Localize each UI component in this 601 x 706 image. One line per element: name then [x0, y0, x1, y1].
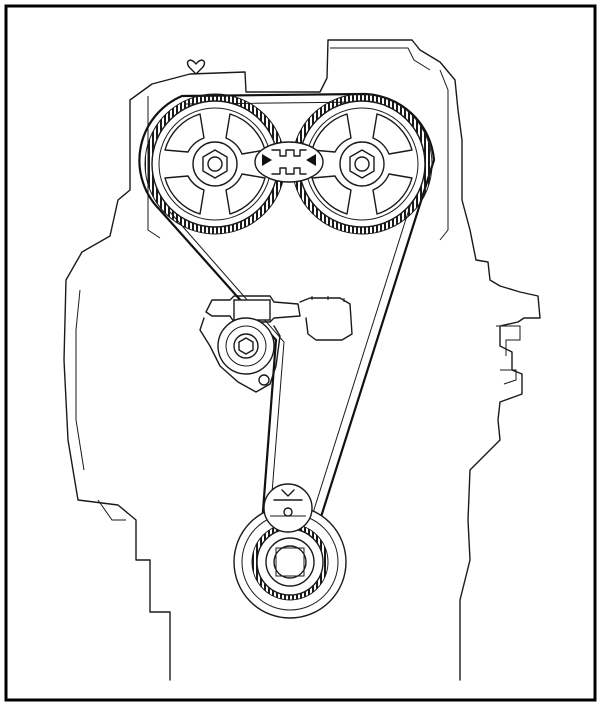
figure-border — [4, 4, 597, 702]
exhaust-cam-sprocket — [291, 93, 433, 235]
alignment-mark-right-arrow-icon — [262, 154, 272, 166]
cam-alignment-detail — [254, 141, 324, 183]
engine-right-bracket — [496, 325, 521, 385]
crankshaft-sprocket — [233, 505, 347, 619]
engine-block-outline — [63, 39, 541, 681]
crank-timing-mark — [263, 483, 313, 533]
engine-inner-outline — [147, 47, 449, 241]
belt-tensioner — [199, 295, 353, 393]
engine-left-ridge — [75, 289, 126, 521]
lifting-eye-icon — [186, 59, 206, 75]
alignment-mark-left-arrow-icon — [306, 154, 316, 166]
